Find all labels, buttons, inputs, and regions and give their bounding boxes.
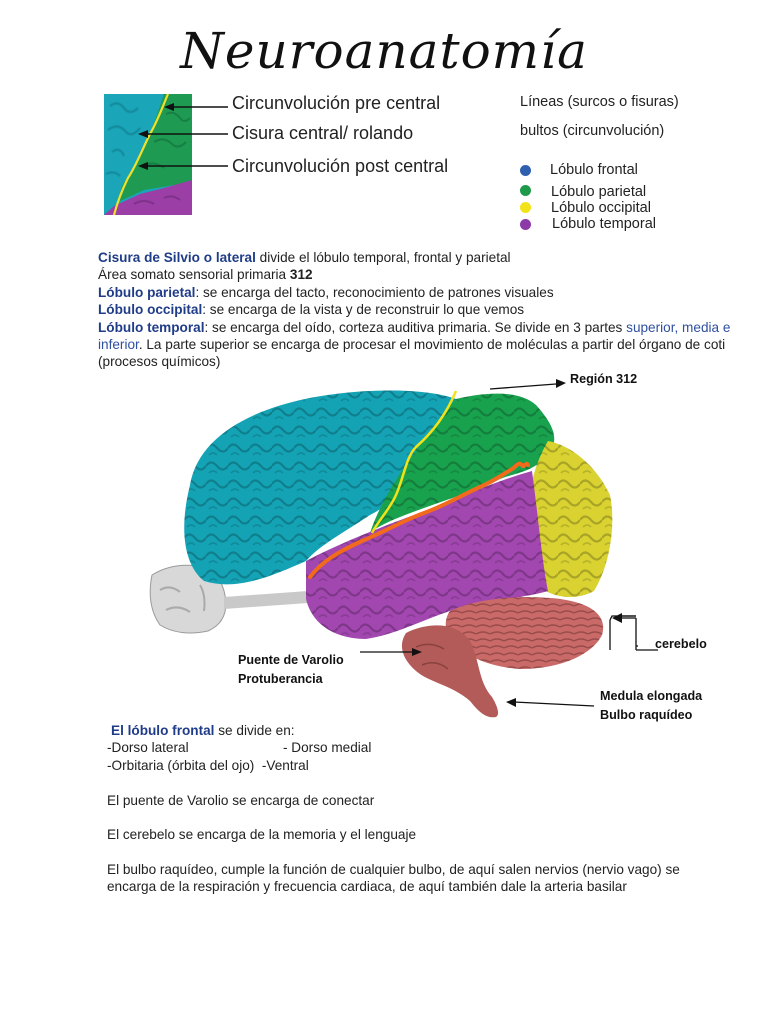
occipital-text: : se encarga de la vista y de reconstrui…	[202, 302, 525, 318]
brain-illustration	[149, 390, 613, 718]
frontal-item-dorso-lateral: -Dorso lateral	[107, 740, 189, 756]
area-number: 312	[289, 267, 313, 283]
term-frontal: El lóbulo frontal	[111, 723, 215, 738]
legend-dot-frontal	[520, 165, 531, 176]
paragraph-bulbo-text: El bulbo raquídeo, cumple la función de …	[107, 862, 680, 895]
brain-thumbnail-image	[104, 94, 192, 215]
paragraph-puente-text: El puente de Varolio se encarga de conec…	[107, 793, 375, 808]
legend-label-occipital: Lóbulo occipital	[551, 200, 651, 216]
parietal-text: : se encarga del tacto, reconocimiento d…	[195, 284, 554, 300]
label-postcentral: Circunvolución post central	[232, 156, 449, 176]
legend-dot-parietal	[520, 185, 531, 196]
label-cerebelo: cerebelo	[655, 637, 707, 651]
frontal-item-ventral: -Ventral	[261, 757, 309, 773]
frontal-item-orbitaria: -Orbitaria (órbita del ojo)	[107, 757, 255, 773]
note-lines: Líneas (surcos o fisuras)	[520, 94, 679, 110]
temporal-text-1: : se encarga del oído, corteza auditiva …	[204, 319, 627, 335]
term-parietal: Lóbulo parietal	[98, 284, 196, 300]
cerebelo-bracket	[612, 613, 658, 651]
legend-dot-occipital	[520, 202, 531, 213]
legend-label-frontal: Lóbulo frontal	[550, 162, 638, 178]
label-medula-1: Medula elongada	[600, 689, 703, 703]
label-puente: Puente de Varolio Protuberancia	[238, 651, 344, 689]
label-medula: Medula elongada Bulbo raquídeo	[600, 687, 702, 725]
description-block: Cisura de Silvio o lateral divide el lób…	[98, 249, 738, 371]
paragraph-cerebelo-text: El cerebelo se encarga de la memoria y e…	[107, 827, 417, 842]
brain-arrows	[489, 379, 638, 707]
label-puente-2: Protuberancia	[238, 672, 323, 686]
puente-arrow	[360, 648, 422, 656]
paragraph-bulbo: El bulbo raquídeo, cumple la función de …	[107, 861, 727, 896]
note-bulges: bultos (circunvolución)	[520, 123, 665, 139]
temporal-text-2: . La parte superior se encarga de proces…	[98, 337, 726, 370]
area-text: Área somato sensorial primaria	[98, 267, 290, 283]
paragraph-puente: El puente de Varolio se encarga de conec…	[107, 792, 727, 809]
frontal-item-dorso-medial: - Dorso medial	[283, 740, 372, 756]
page-title: Neuroanatomía	[180, 22, 588, 80]
term-occipital: Lóbulo occipital	[98, 302, 203, 318]
frontal-text: se divide en:	[214, 723, 295, 738]
temporal-parts: superior, media e inferior	[98, 319, 731, 353]
paragraph-cerebelo: El cerebelo se encarga de la memoria y e…	[107, 826, 727, 843]
label-puente-1: Puente de Varolio	[238, 653, 344, 667]
silvio-text: divide el lóbulo temporal, frontal y par…	[255, 250, 511, 265]
legend-label-parietal: Lóbulo parietal	[551, 184, 647, 200]
label-medula-2: Bulbo raquídeo	[600, 708, 693, 722]
label-precentral: Circunvolución pre central	[232, 93, 441, 113]
legend-label-temporal: Lóbulo temporal	[552, 216, 656, 232]
term-silvio: Cisura de Silvio o lateral	[98, 250, 256, 265]
thumbnail-arrows	[138, 103, 228, 170]
term-temporal: Lóbulo temporal	[98, 319, 205, 335]
frontal-section: El lóbulo frontal se divide en: -Dorso l…	[107, 722, 727, 774]
label-central-fissure: Cisura central/ rolando	[232, 123, 414, 143]
label-region-312: Región 312	[570, 372, 638, 386]
legend-dot-temporal	[520, 219, 531, 230]
